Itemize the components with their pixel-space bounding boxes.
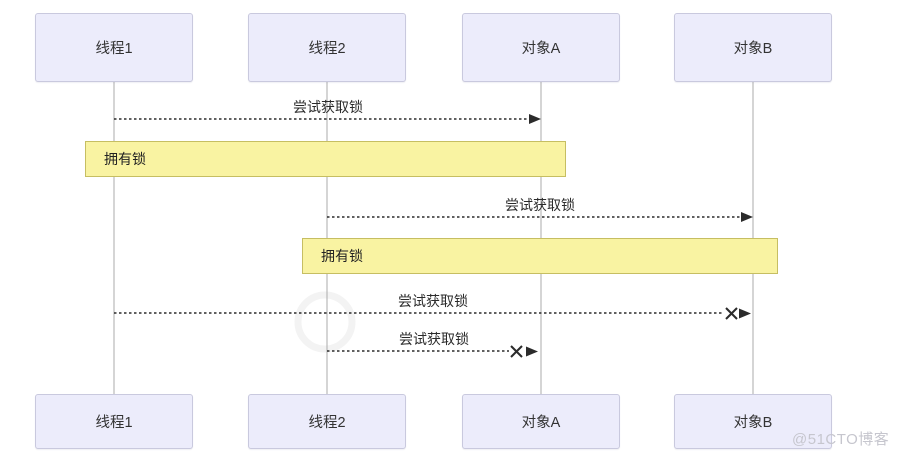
- message-arrow-1: [114, 114, 541, 124]
- participant-thread2-bottom: 线程2: [248, 394, 406, 449]
- message-label-2: 尝试获取锁: [505, 197, 575, 213]
- participant-objectA-top: 对象A: [462, 13, 620, 82]
- failed-cross-icon: [725, 307, 738, 320]
- participant-thread1-bottom: 线程1: [35, 394, 193, 449]
- watermark-ring: [294, 291, 356, 353]
- message-label-3: 尝试获取锁: [398, 293, 468, 309]
- message-label-1: 尝试获取锁: [293, 99, 363, 115]
- participant-label: 对象B: [733, 41, 773, 57]
- participant-label: 对象B: [733, 415, 773, 431]
- participant-label: 线程1: [95, 415, 133, 431]
- participant-label: 对象A: [521, 415, 561, 431]
- participant-objectA-bottom: 对象A: [462, 394, 620, 449]
- watermark-text: @51CTO博客: [792, 431, 890, 448]
- failed-cross-icon: [510, 345, 523, 358]
- participant-objectB-bottom: 对象B: [674, 394, 832, 449]
- participant-thread1-top: 线程1: [35, 13, 193, 82]
- participant-label: 线程1: [95, 41, 133, 57]
- note-own-lock-1: 拥有锁: [85, 141, 566, 177]
- participant-label: 线程2: [308, 41, 346, 57]
- message-arrow-3-failed: [114, 307, 751, 320]
- participant-label: 对象A: [521, 41, 561, 57]
- message-label-4: 尝试获取锁: [399, 331, 469, 347]
- participant-thread2-top: 线程2: [248, 13, 406, 82]
- note-label: 拥有锁: [104, 151, 146, 167]
- message-arrow-4-failed: [327, 345, 538, 358]
- participant-objectB-top: 对象B: [674, 13, 832, 82]
- note-own-lock-2: 拥有锁: [302, 238, 778, 274]
- participant-label: 线程2: [308, 415, 346, 431]
- message-arrow-2: [327, 212, 753, 222]
- note-label: 拥有锁: [321, 248, 363, 264]
